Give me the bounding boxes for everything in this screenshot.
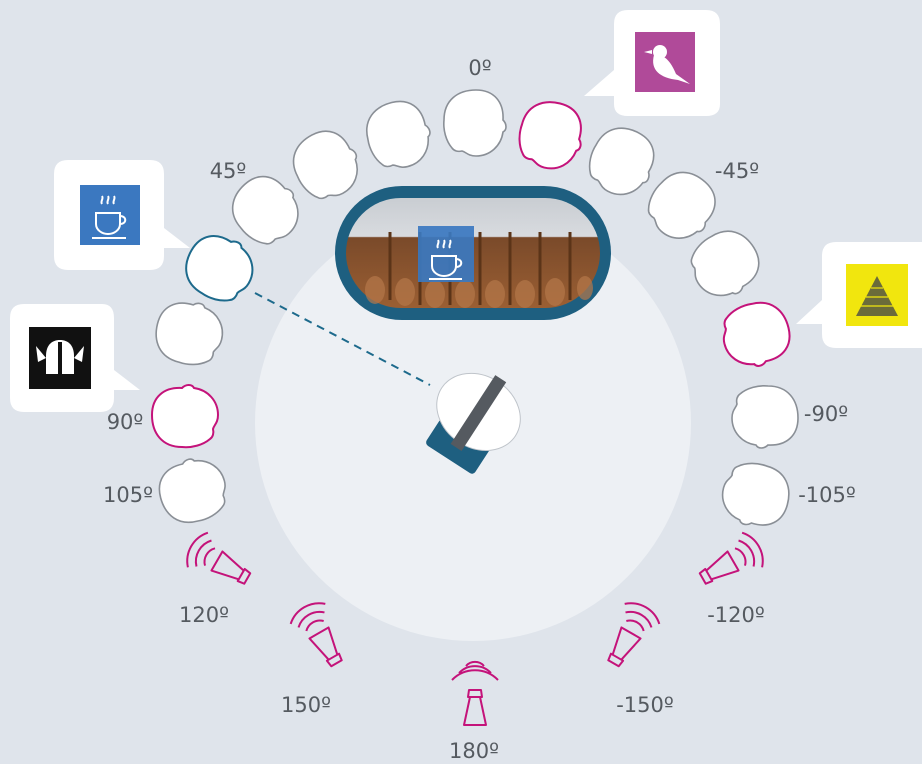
screen-coffee-icon bbox=[418, 226, 474, 282]
listener-head-icon bbox=[283, 121, 369, 208]
callout-bird bbox=[584, 10, 720, 116]
angle-label: -150º bbox=[616, 693, 674, 717]
listener-head-icon bbox=[732, 386, 798, 448]
angle-label: 0º bbox=[468, 56, 491, 80]
listener-head-icon bbox=[716, 457, 796, 534]
angle-label: 105º bbox=[103, 483, 153, 507]
listener-head-icon bbox=[150, 295, 229, 371]
callout-pyramid bbox=[796, 242, 922, 348]
callout-viking bbox=[10, 304, 140, 412]
listener-head-icon bbox=[360, 95, 436, 174]
angle-label: 90º bbox=[107, 410, 144, 434]
angle-label: 120º bbox=[179, 603, 229, 627]
speaker-icon bbox=[693, 529, 769, 596]
angle-label: 45º bbox=[210, 159, 247, 183]
speaker-waves bbox=[452, 662, 498, 680]
angle-label: -120º bbox=[707, 603, 765, 627]
coffee-cup-icon bbox=[80, 185, 140, 245]
angle-label: -45º bbox=[715, 159, 759, 183]
speaker-icon bbox=[596, 597, 663, 673]
callout-coffee bbox=[54, 160, 190, 270]
angle-label: 180º bbox=[449, 739, 499, 763]
panoramic-screen bbox=[335, 186, 611, 320]
angle-label: -90º bbox=[804, 402, 848, 426]
listener-head-icon bbox=[153, 452, 233, 529]
angle-label: 150º bbox=[281, 693, 331, 717]
speaker-icon bbox=[287, 597, 354, 673]
listener-head-icon bbox=[444, 90, 506, 156]
listener-head-icon bbox=[717, 296, 796, 372]
speaker-icon bbox=[181, 529, 257, 596]
listener-head-icon bbox=[579, 118, 665, 205]
angle-label: -105º bbox=[798, 483, 856, 507]
listener-head-icon bbox=[152, 385, 218, 447]
speaker-icon bbox=[464, 690, 486, 725]
listener-head-icon bbox=[513, 96, 589, 175]
